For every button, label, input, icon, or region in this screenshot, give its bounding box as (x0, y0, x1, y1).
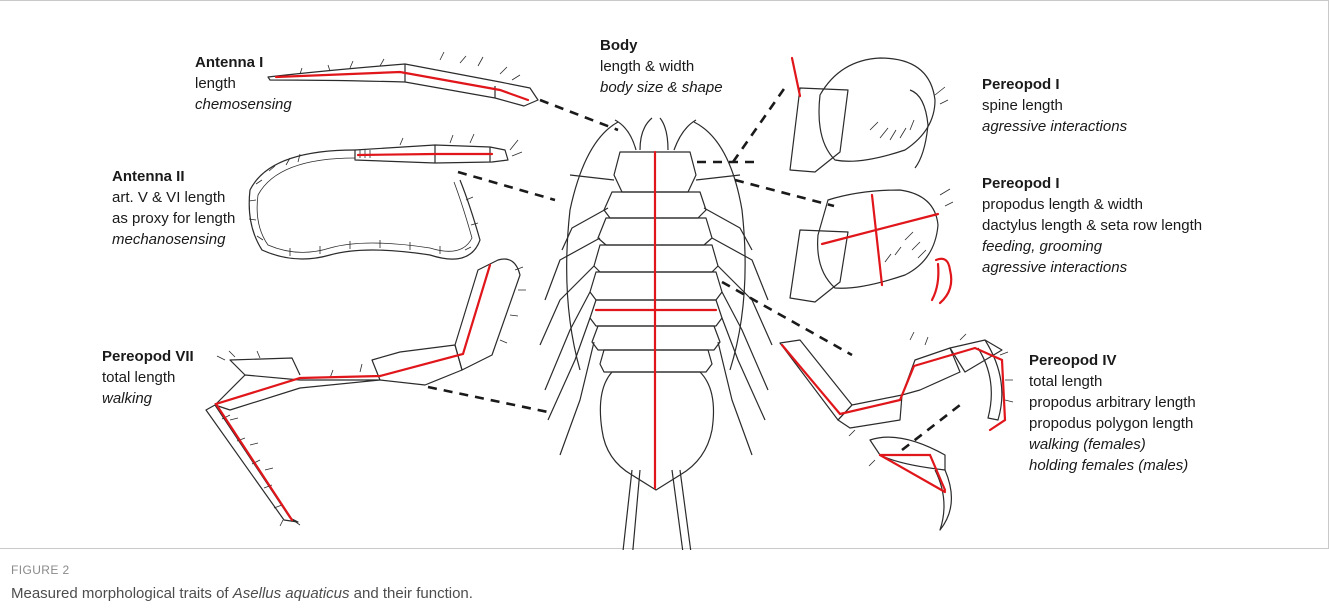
label-pereopod-4-trait-2: propodus arbitrary length (1029, 392, 1196, 413)
label-pereopod-4-function-1: walking (females) (1029, 434, 1196, 455)
label-pereopod-4-title: Pereopod IV (1029, 350, 1196, 371)
label-body-function: body size & shape (600, 77, 723, 98)
label-body: Body length & width body size & shape (600, 35, 723, 98)
label-pereopod-4-trait-3: propodus polygon length (1029, 413, 1196, 434)
label-body-title: Body (600, 35, 723, 56)
label-antenna-1-trait: length (195, 73, 292, 94)
label-pereopod-1-lower: Pereopod I propodus length & width dacty… (982, 173, 1202, 278)
label-antenna-2: Antenna II art. V & VI length as proxy f… (112, 166, 235, 250)
antenna-1-drawing (268, 52, 538, 106)
caption-text-post: and their function. (350, 585, 473, 602)
label-pereopod-1-lower-function-1: feeding, grooming (982, 236, 1202, 257)
label-antenna-2-trait: art. V & VI length (112, 187, 235, 208)
label-antenna-2-proxy: as proxy for length (112, 208, 235, 229)
pereopod-1-upper-drawing (790, 58, 948, 172)
figure-number: FIGURE 2 (11, 563, 70, 577)
label-pereopod-7-function: walking (102, 388, 194, 409)
label-body-trait: length & width (600, 56, 723, 77)
pereopod-4-drawing (780, 332, 1013, 530)
label-pereopod-1-upper-function: agressive interactions (982, 116, 1127, 137)
label-antenna-2-title: Antenna II (112, 166, 235, 187)
label-pereopod-1-upper-title: Pereopod I (982, 74, 1127, 95)
label-pereopod-4-trait-1: total length (1029, 371, 1196, 392)
label-antenna-1: Antenna I length chemosensing (195, 52, 292, 115)
caption-species: Asellus aquaticus (233, 585, 350, 602)
label-pereopod-1-lower-function-2: agressive interactions (982, 257, 1202, 278)
label-antenna-2-function: mechanosensing (112, 229, 235, 250)
figure-caption: Measured morphological traits of Asellus… (11, 585, 473, 602)
caption-text-pre: Measured morphological traits of (11, 585, 233, 602)
antenna-2-drawing (249, 134, 522, 259)
label-pereopod-7-trait: total length (102, 367, 194, 388)
label-pereopod-1-upper-trait: spine length (982, 95, 1127, 116)
label-pereopod-4-function-2: holding females (males) (1029, 455, 1196, 476)
label-pereopod-1-lower-title: Pereopod I (982, 173, 1202, 194)
label-pereopod-1-lower-trait-2: dactylus length & seta row length (982, 215, 1202, 236)
label-antenna-1-function: chemosensing (195, 94, 292, 115)
label-pereopod-7-title: Pereopod VII (102, 346, 194, 367)
label-antenna-1-title: Antenna I (195, 52, 292, 73)
label-pereopod-4: Pereopod IV total length propodus arbitr… (1029, 350, 1196, 476)
label-pereopod-1-upper: Pereopod I spine length agressive intera… (982, 74, 1127, 137)
label-pereopod-7: Pereopod VII total length walking (102, 346, 194, 409)
label-pereopod-1-lower-trait-1: propodus length & width (982, 194, 1202, 215)
pereopod-1-lower-drawing (790, 189, 953, 302)
